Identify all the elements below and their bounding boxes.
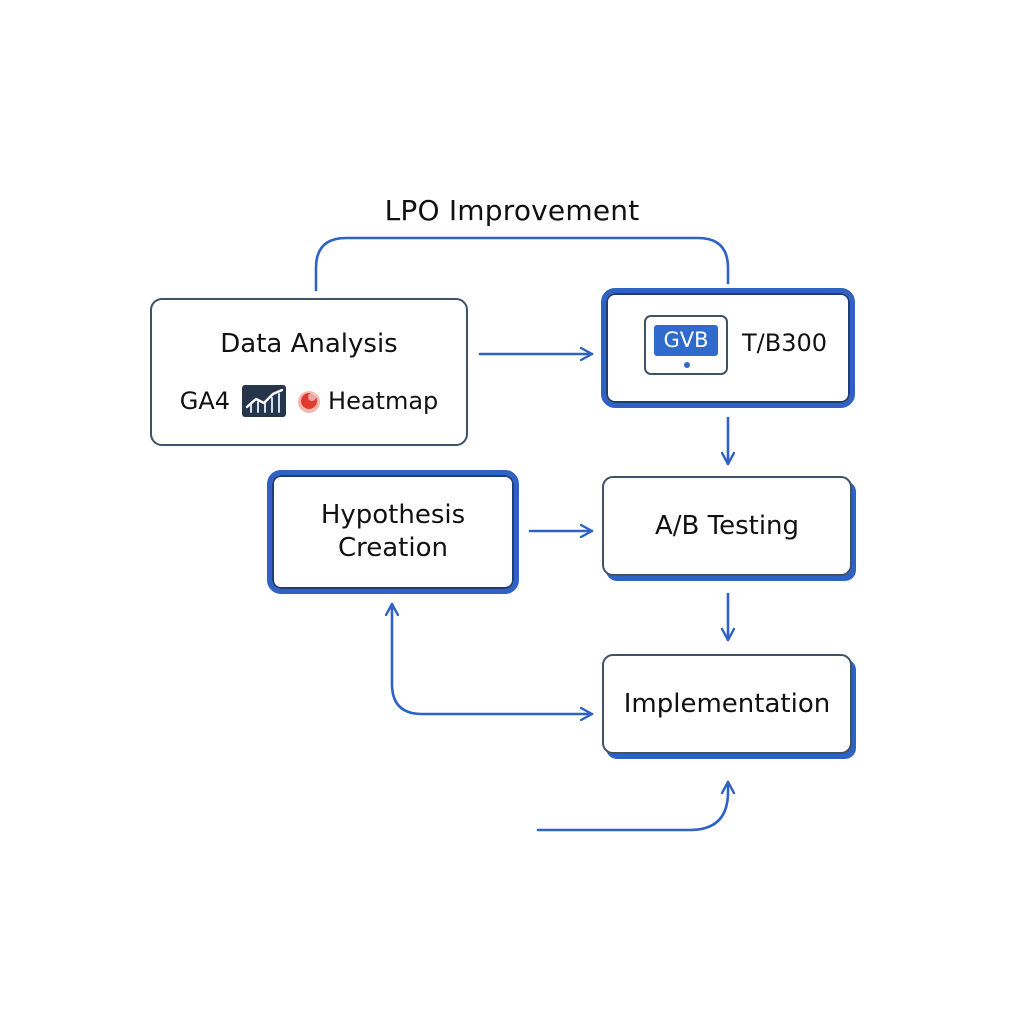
ga4-label: GA4	[179, 386, 231, 415]
node-hypothesis-label: Hypothesis Creation	[321, 499, 465, 565]
gvb-tag-label: T/B300	[742, 329, 828, 357]
implementation-hypothesis-loop-arrow	[392, 602, 594, 714]
node-gvb: GVB T/B300	[601, 288, 855, 408]
node-hypothesis-label-line1: Hypothesis	[320, 500, 466, 530]
entry-to-implementation-arrow	[536, 780, 728, 832]
node-ab-testing-label: A/B Testing	[654, 510, 800, 541]
gvb-screen-label: GVB	[654, 325, 718, 356]
loop-arc-connector	[314, 236, 730, 292]
heatmap-icon	[296, 388, 322, 414]
node-data-analysis-label: Data Analysis	[220, 328, 398, 359]
heatmap-label: Heatmap	[328, 386, 439, 415]
data-analysis-tools: GA4	[179, 384, 439, 417]
node-implementation-label: Implementation	[623, 688, 831, 719]
monitor-button-icon	[684, 362, 690, 368]
node-hypothesis-label-line2: Creation	[337, 533, 448, 563]
node-implementation: Implementation	[602, 654, 852, 754]
diagram-title: LPO Improvement	[384, 194, 640, 227]
node-hypothesis-creation: Hypothesis Creation	[267, 470, 519, 594]
monitor-icon: GVB	[644, 315, 728, 375]
node-data-analysis: Data Analysis GA4	[150, 298, 468, 446]
node-ab-testing: A/B Testing	[602, 476, 852, 576]
analytics-chart-icon	[242, 384, 287, 417]
